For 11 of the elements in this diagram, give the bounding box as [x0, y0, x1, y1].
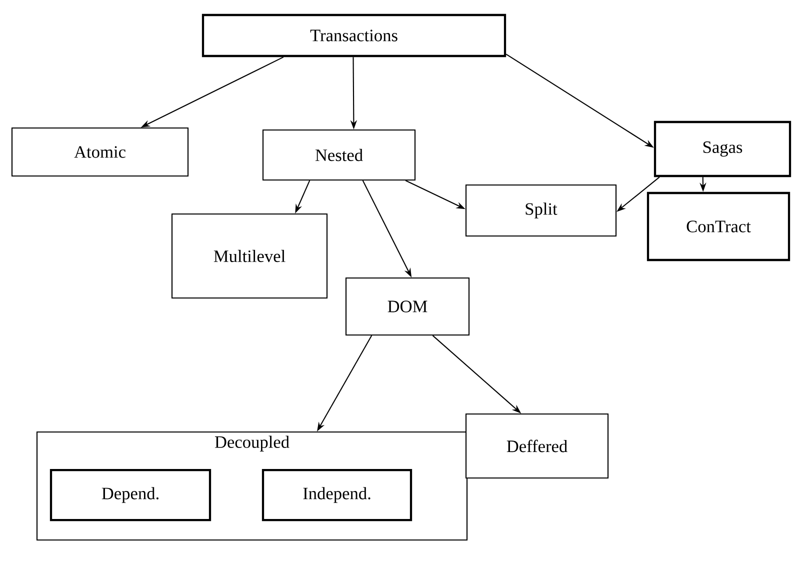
- process-box: Multilevel: [171, 213, 328, 299]
- process-box: Independ.: [262, 468, 412, 522]
- process-box: Deffered: [465, 413, 609, 479]
- process-box: Sagas: [654, 120, 792, 178]
- process-box: Split: [465, 184, 617, 237]
- process-box: Atomic: [11, 127, 189, 177]
- process-box: DOM: [345, 277, 470, 336]
- process-box: ConTract: [646, 192, 790, 262]
- process-box: Transactions: [202, 14, 506, 58]
- process-box: Depend.: [50, 468, 212, 522]
- process-box: Nested: [262, 129, 416, 181]
